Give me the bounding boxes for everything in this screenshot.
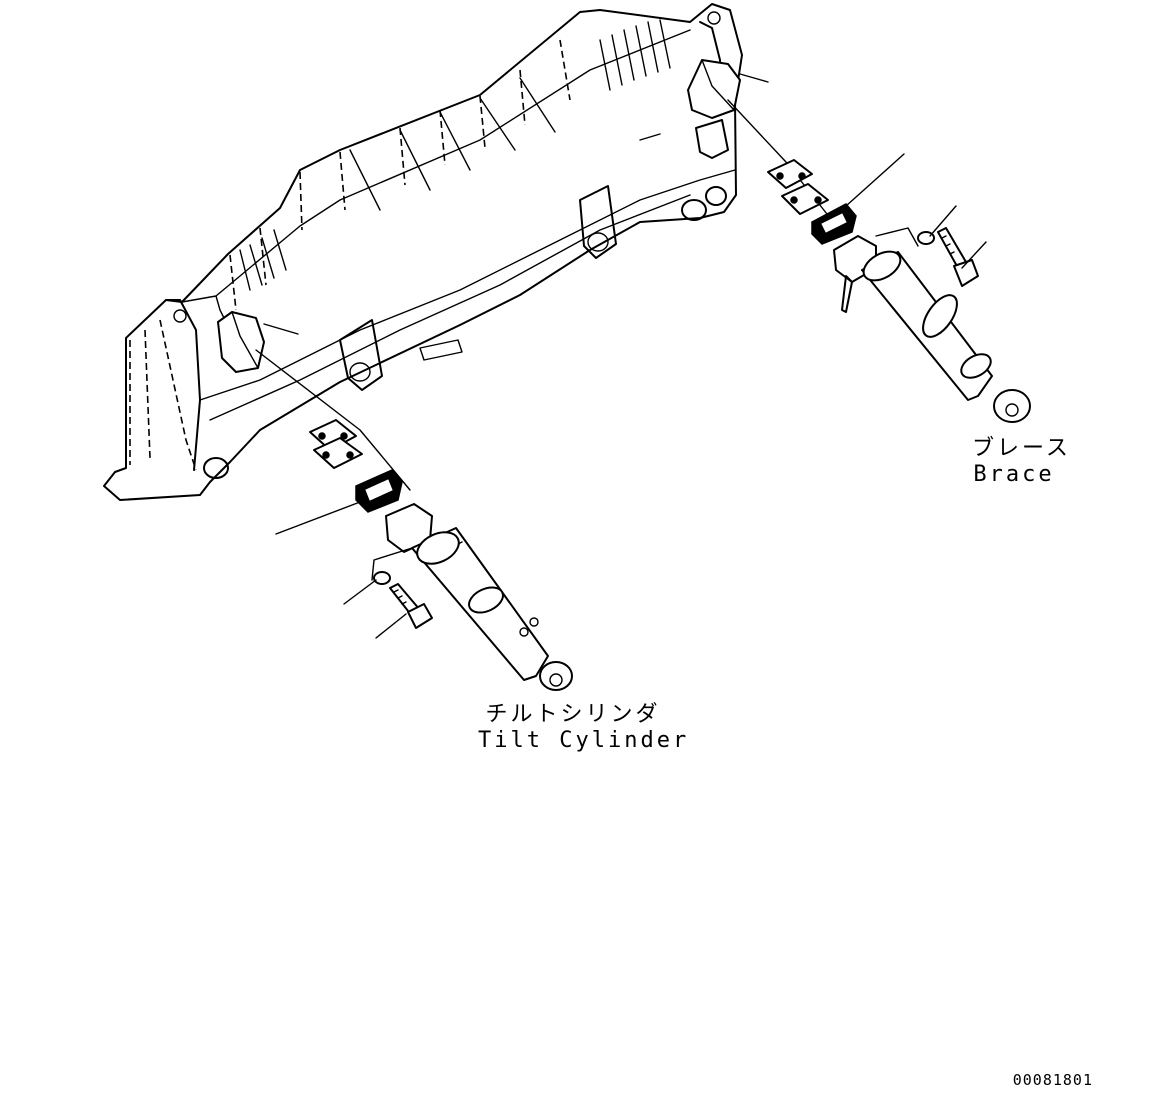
tilt-cylinder-label-jp: チルトシリンダ bbox=[485, 702, 661, 727]
shim-plate bbox=[313, 437, 363, 469]
shim-plate bbox=[767, 159, 813, 189]
washer bbox=[373, 571, 391, 585]
tilt-cylinder-label: チルトシリンダ Tilt Cylinder bbox=[478, 702, 690, 754]
brace-label-en: Brace bbox=[973, 462, 1055, 487]
tilt-cylinder-label-en: Tilt Cylinder bbox=[478, 728, 690, 753]
brace-parts bbox=[727, 99, 1031, 423]
document-id: 00081801 bbox=[1012, 1071, 1093, 1089]
bolt bbox=[937, 227, 967, 269]
tilt-cylinder-parts bbox=[255, 349, 573, 691]
shim-plate bbox=[781, 183, 829, 215]
brace-label: ブレース Brace bbox=[972, 436, 1071, 488]
shim-plate bbox=[309, 419, 357, 451]
brace-label-jp: ブレース bbox=[972, 436, 1071, 461]
dozer-blade bbox=[103, 3, 769, 501]
